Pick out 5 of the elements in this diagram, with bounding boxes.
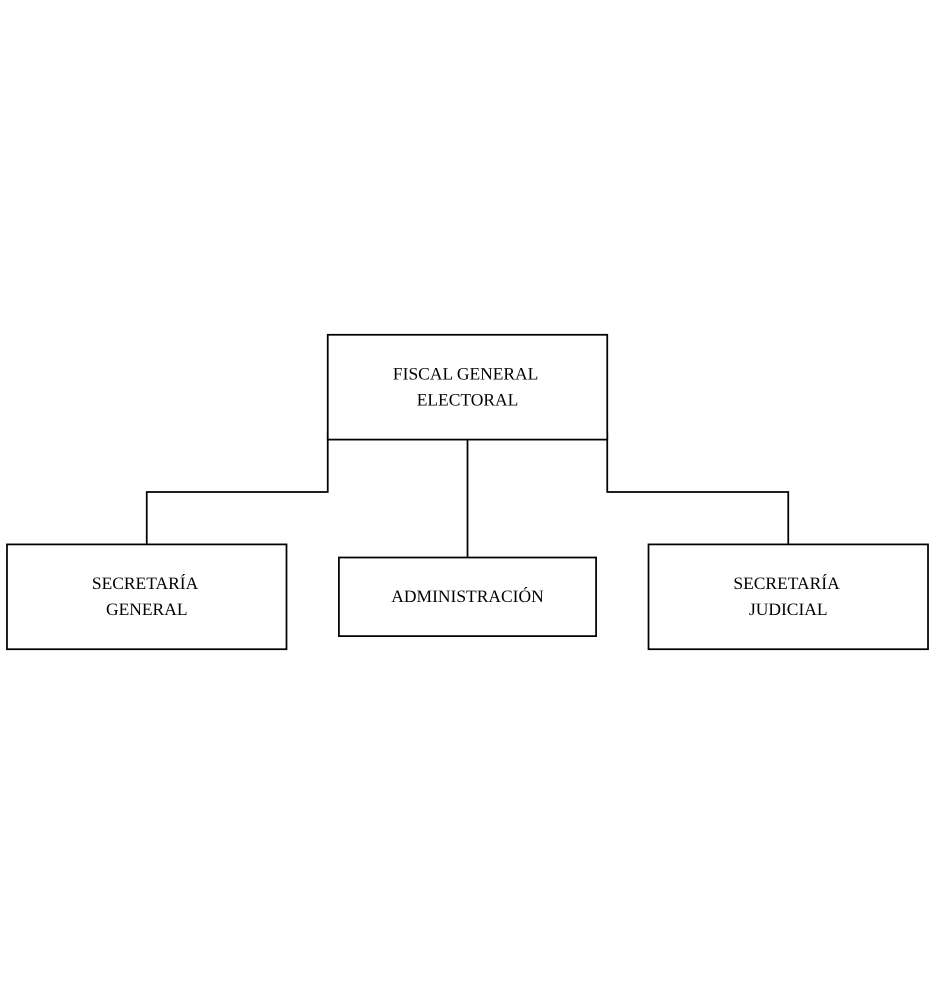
connector <box>466 440 468 558</box>
node-box: FISCAL GENERAL ELECTORAL <box>326 334 608 440</box>
node-box: SECRETARÍA GENERAL <box>6 544 288 650</box>
node-box: ADMINISTRACIÓN <box>338 556 597 637</box>
node-box: SECRETARÍA JUDICIAL <box>648 544 929 650</box>
